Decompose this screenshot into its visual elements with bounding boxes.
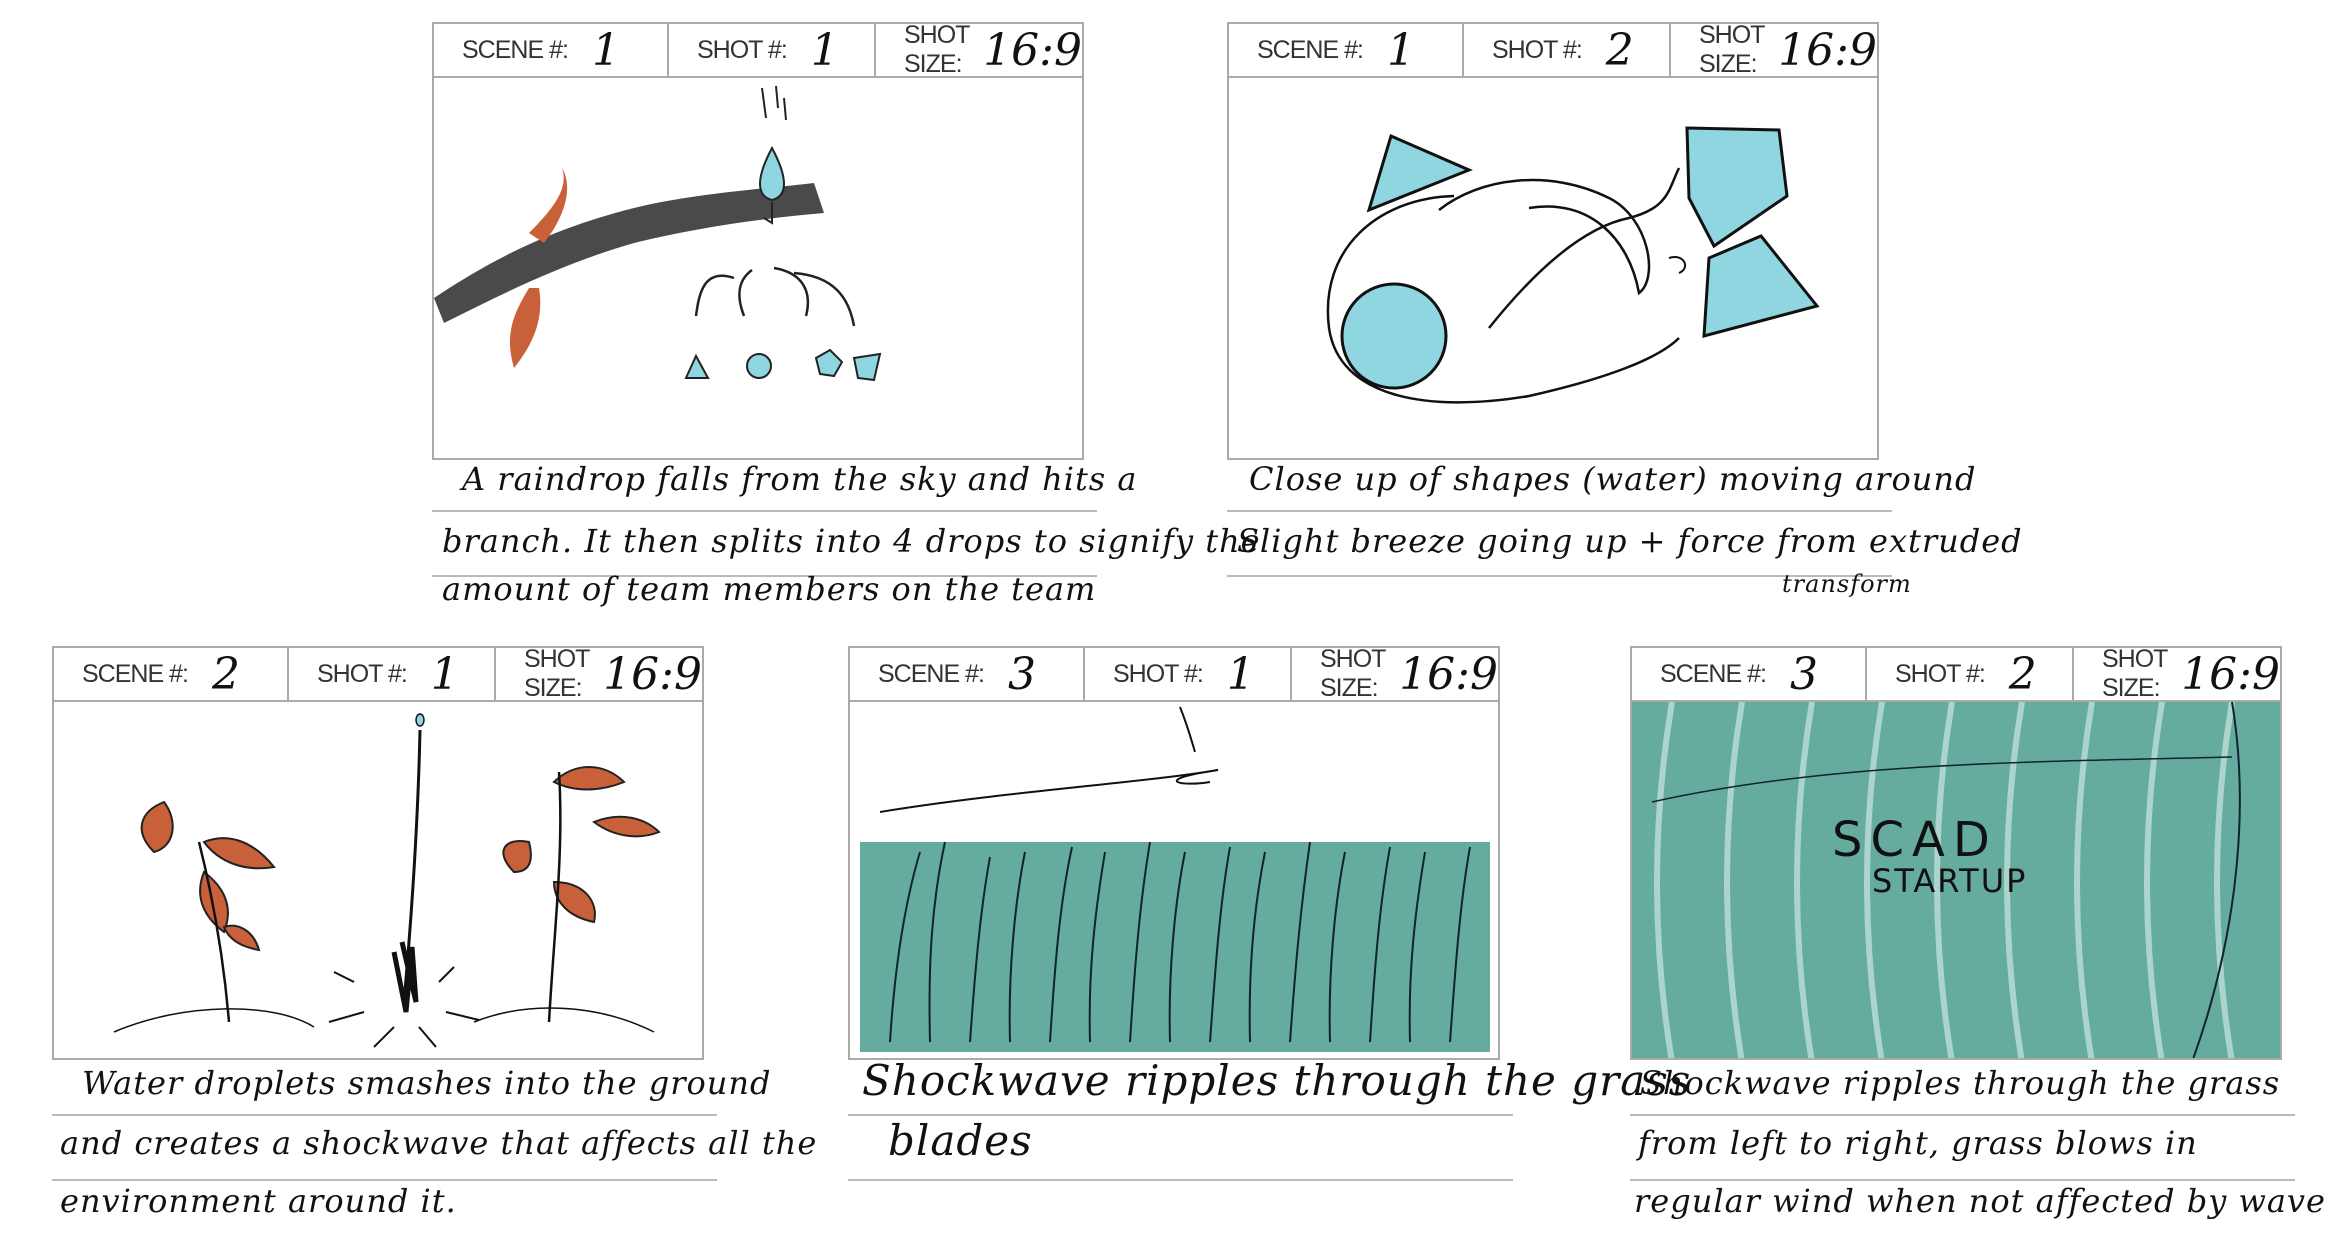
scene-label: SCENE #: (82, 659, 189, 688)
scad-title: SCAD (1832, 812, 1998, 868)
startup-title: STARTUP (1872, 862, 2028, 900)
shot-number: 1 (430, 648, 459, 700)
sketch-water-shapes (1326, 126, 1820, 404)
caption-line-2: Slight breeze going up + force from extr… (1237, 522, 2023, 560)
scene-label: SCENE #: (878, 659, 985, 688)
shot-size: 16:9 (1778, 24, 1877, 76)
shot-cell: SHOT #: 1 (669, 24, 876, 76)
caption-line-3: regular wind when not affected by wave (1634, 1182, 2326, 1220)
caption-line-3: environment around it. (60, 1182, 457, 1220)
scene-number: 3 (1789, 648, 1818, 700)
shot-cell: SHOT #: 1 (1085, 648, 1292, 700)
caption-line-2: from left to right, grass blows in (1638, 1124, 2198, 1162)
shot-label: SHOT #: (1895, 659, 1986, 688)
shot-label: SHOT #: (1113, 659, 1204, 688)
caption-line-1: Water droplets smashes into the ground (82, 1064, 772, 1102)
storyboard-panel-4: SCENE #: 3 SHOT #: 1 SHOT SIZE: 16:9 (848, 645, 1690, 1246)
caption-area: Water droplets smashes into the ground a… (52, 1056, 816, 1246)
panel-frame (52, 700, 704, 1060)
shot-number: 2 (2008, 648, 2037, 700)
sketch-shockwave-title (1632, 702, 2280, 1058)
scene-label: SCENE #: (1660, 659, 1767, 688)
size-label: SHOT SIZE: (2102, 645, 2168, 702)
size-cell: SHOT SIZE: 16:9 (1292, 645, 1498, 702)
size-label: SHOT SIZE: (524, 645, 590, 702)
scene-number: 1 (591, 24, 620, 76)
caption-line-1: A raindrop falls from the sky and hits a (462, 460, 1138, 498)
size-label: SHOT SIZE: (904, 21, 970, 78)
shot-cell: SHOT #: 2 (1464, 24, 1671, 76)
size-label: SHOT SIZE: (1699, 21, 1765, 78)
shot-size: 16:9 (2181, 648, 2280, 700)
caption-line-2: and creates a shockwave that affects all… (60, 1124, 818, 1162)
panel-frame: SCAD STARTUP (1630, 700, 2282, 1060)
shot-number: 1 (810, 24, 839, 76)
caption-area: Shockwave ripples through the grass blad… (848, 1056, 1690, 1246)
shot-size: 16:9 (603, 648, 702, 700)
size-cell: SHOT SIZE: 16:9 (876, 21, 1082, 78)
size-label: SHOT SIZE: (1320, 645, 1386, 702)
panel-header: SCENE #: 3 SHOT #: 1 SHOT SIZE: 16:9 (848, 645, 1500, 702)
sketch-droplet-impact (113, 713, 661, 1048)
shot-label: SHOT #: (1492, 35, 1583, 64)
shot-number: 1 (1226, 648, 1255, 700)
size-cell: SHOT SIZE: 16:9 (496, 645, 702, 702)
storyboard-panel-3: SCENE #: 2 SHOT #: 1 SHOT SIZE: 16:9 (52, 645, 816, 1246)
sketch-branch-raindrop (434, 85, 882, 382)
shot-label: SHOT #: (317, 659, 408, 688)
size-cell: SHOT SIZE: 16:9 (2074, 645, 2280, 702)
shot-size: 16:9 (1399, 648, 1498, 700)
shot-label: SHOT #: (697, 35, 788, 64)
caption-area: A raindrop falls from the sky and hits a… (432, 452, 1260, 608)
caption-line-3: transform (1782, 570, 1912, 598)
storyboard-panel-5: SCENE #: 3 SHOT #: 2 SHOT SIZE: 16:9 SCA… (1630, 645, 2325, 1246)
caption-line-1: Shockwave ripples through the grass (862, 1056, 1692, 1105)
panel-header: SCENE #: 2 SHOT #: 1 SHOT SIZE: 16:9 (52, 645, 704, 702)
storyboard-panel-2: SCENE #: 1 SHOT #: 2 SHOT SIZE: 16:9 Clo… (1227, 21, 2022, 602)
sketch-grass-shockwave (860, 706, 1490, 1052)
caption-line-2: branch. It then splits into 4 drops to s… (442, 522, 1261, 560)
scene-number: 2 (211, 648, 240, 700)
scene-number: 3 (1007, 648, 1036, 700)
scene-cell: SCENE #: 3 (850, 648, 1085, 700)
panel-header: SCENE #: 3 SHOT #: 2 SHOT SIZE: 16:9 (1630, 645, 2282, 702)
panel-frame (432, 76, 1084, 460)
storyboard-panel-1: SCENE #: 1 SHOT #: 1 SHOT SIZE: 16:9 (432, 21, 1260, 608)
caption-line-2: blades (888, 1116, 1033, 1165)
caption-line-1: Close up of shapes (water) moving around (1249, 460, 1977, 498)
scene-label: SCENE #: (462, 35, 569, 64)
panel-frame (848, 700, 1500, 1060)
scene-cell: SCENE #: 1 (434, 24, 669, 76)
panel-frame (1227, 76, 1879, 460)
shot-cell: SHOT #: 2 (1867, 648, 2074, 700)
caption-line-1: Shockwave ripples through the grass (1640, 1064, 2281, 1102)
scene-cell: SCENE #: 3 (1632, 648, 1867, 700)
shot-number: 2 (1605, 24, 1634, 76)
scene-label: SCENE #: (1257, 35, 1364, 64)
caption-area: Shockwave ripples through the grass from… (1630, 1056, 2325, 1246)
scene-cell: SCENE #: 1 (1229, 24, 1464, 76)
panel-header: SCENE #: 1 SHOT #: 2 SHOT SIZE: 16:9 (1227, 21, 1879, 78)
size-cell: SHOT SIZE: 16:9 (1671, 21, 1877, 78)
scene-number: 1 (1386, 24, 1415, 76)
caption-area: Close up of shapes (water) moving around… (1227, 452, 2022, 612)
caption-line-3: amount of team members on the team (442, 570, 1097, 608)
panel-header: SCENE #: 1 SHOT #: 1 SHOT SIZE: 16:9 (432, 21, 1084, 78)
shot-cell: SHOT #: 1 (289, 648, 496, 700)
shot-size: 16:9 (983, 24, 1082, 76)
scene-cell: SCENE #: 2 (54, 648, 289, 700)
